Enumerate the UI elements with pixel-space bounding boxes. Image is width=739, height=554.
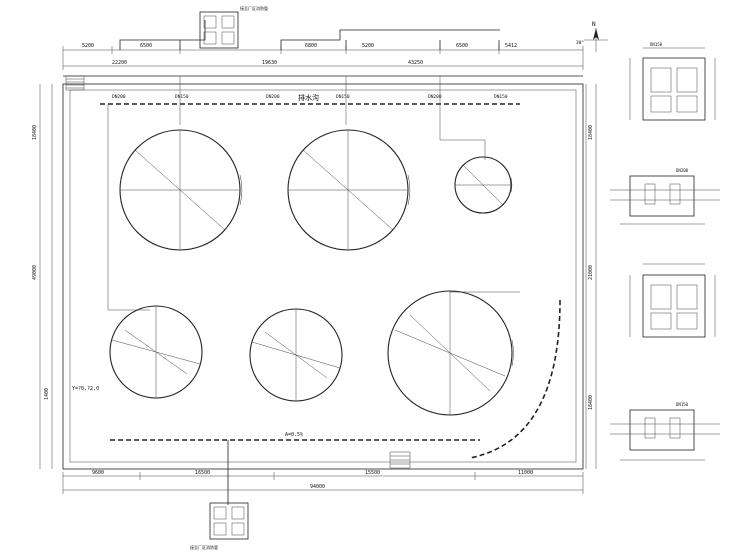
drainage-label: 排水沟 xyxy=(298,93,319,102)
right-dim-2: 21000 xyxy=(588,265,594,280)
pipe-label-4: DN150 xyxy=(336,94,350,100)
tank-feed-lines xyxy=(107,76,520,311)
top-seg-3: 43250 xyxy=(408,60,423,66)
pipe-label-3: DN200 xyxy=(266,94,280,100)
tank-5 xyxy=(249,308,343,402)
top-seg-1: 22200 xyxy=(112,60,127,66)
bottom-dim-2: 16500 xyxy=(195,470,210,476)
bottom-dim-ticks xyxy=(62,472,584,494)
bottom-dim-3: 15500 xyxy=(365,470,380,476)
bottom-dim-1: 9600 xyxy=(92,470,104,476)
note-2: A=0.5% xyxy=(285,432,303,438)
detail-3-label: DN150 xyxy=(676,402,689,407)
detail-2-section: DN150 xyxy=(610,402,720,461)
detail-1-plan: DN150 xyxy=(629,42,716,121)
pipe-label-2: DN150 xyxy=(175,94,189,100)
inner-boundary xyxy=(69,89,577,463)
north-arrow-icon: N 30° xyxy=(576,21,608,52)
bottom-dim-total: 94000 xyxy=(310,484,325,490)
site-boundary xyxy=(62,83,584,470)
detail-2-plan xyxy=(629,263,716,338)
bottom-dim-4: 11000 xyxy=(518,470,533,476)
top-dim-5: 6500 xyxy=(456,43,468,49)
stair-bottom xyxy=(389,451,411,469)
tank-6 xyxy=(387,290,514,416)
drainage-curve xyxy=(469,299,561,459)
right-dim-1: 18400 xyxy=(588,125,594,140)
top-dim-2: 6500 xyxy=(140,43,152,49)
top-dim-6: 5412 xyxy=(505,43,517,49)
valve-label-top: 接至厂区消防管 xyxy=(240,5,268,11)
svg-text:30°: 30° xyxy=(576,40,584,46)
top-dim-4: 5200 xyxy=(362,43,374,49)
top-pipe-risers xyxy=(119,20,500,50)
right-dim-3: 18400 xyxy=(588,395,594,410)
top-dim-1: 5200 xyxy=(82,43,94,49)
pipe-label-1: DN200 xyxy=(112,94,126,100)
note-1: Y=?0,?2,0 xyxy=(72,386,99,392)
top-seg-2: 19630 xyxy=(262,60,277,66)
valve-box-bottom: 接至厂区消防管 xyxy=(190,502,249,550)
pipe-label-5: DN200 xyxy=(428,94,442,100)
detail-2-label: DN200 xyxy=(676,168,689,173)
tank-4 xyxy=(109,305,203,399)
stair-top-left xyxy=(65,75,85,91)
tank-1 xyxy=(119,129,243,251)
left-dim-3: 1400 xyxy=(44,388,50,400)
tank-3 xyxy=(454,156,513,214)
detail-1-section: DN200 xyxy=(610,168,720,225)
left-dim-1: 18400 xyxy=(32,125,38,140)
left-dim-2: 49000 xyxy=(32,265,38,280)
svg-text:N: N xyxy=(592,21,596,28)
tank-2 xyxy=(287,129,411,251)
top-dim-ticks xyxy=(62,46,584,70)
detail-1-label: DN150 xyxy=(650,42,663,47)
valve-box-top: 接至厂区消防管 xyxy=(199,5,268,49)
top-dim-3: 6800 xyxy=(305,43,317,49)
pipe-label-6: DN150 xyxy=(494,94,508,100)
valve-label-bottom: 接至厂区消防管 xyxy=(190,544,218,550)
